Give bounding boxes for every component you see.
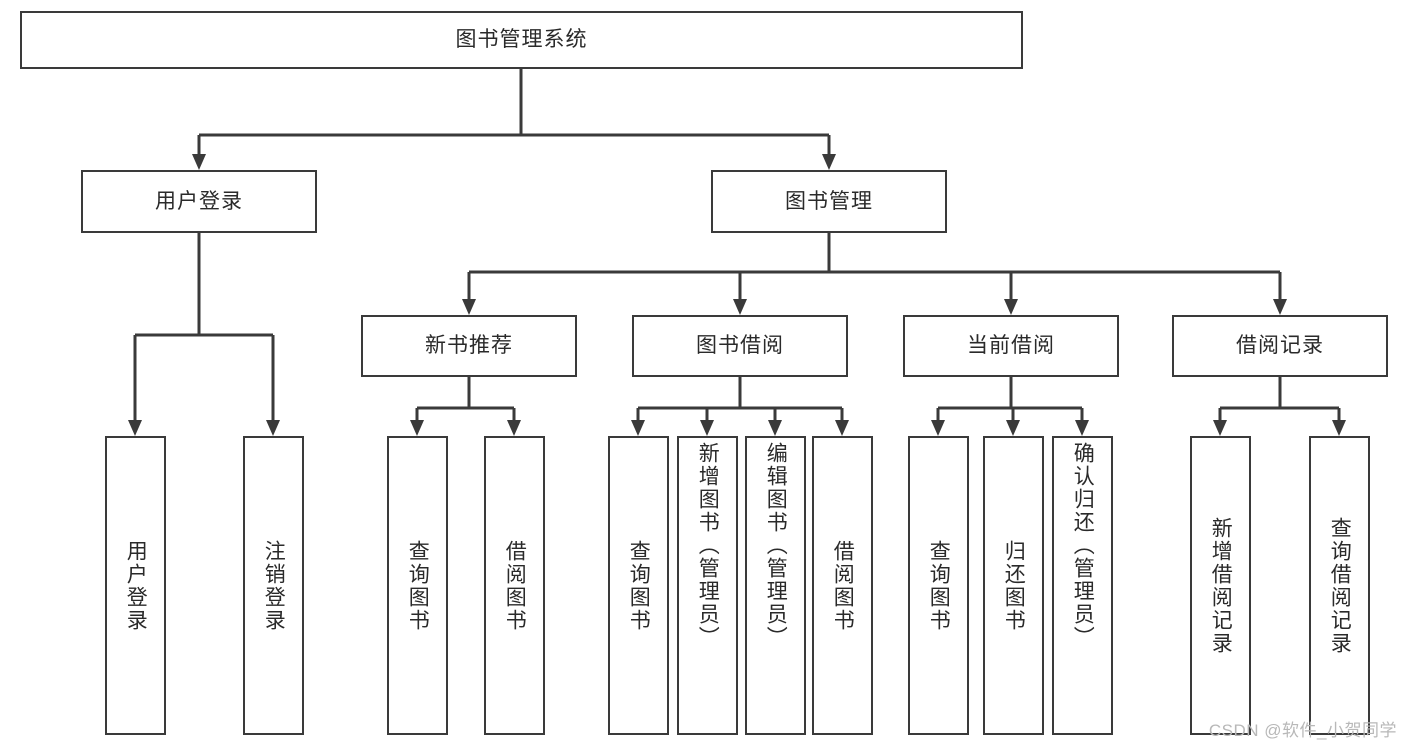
node-label: 新增图书（管理员）: [696, 442, 720, 649]
node-label: 用户登录: [155, 189, 243, 213]
arrow-head-icon: [631, 420, 645, 436]
node-leaf-edit-book-admin[interactable]: 编辑图书（管理员）: [745, 436, 806, 735]
node-label: 查询图书: [627, 539, 651, 632]
arrow-head-icon: [822, 154, 836, 170]
node-user-login[interactable]: 用户登录: [81, 170, 317, 233]
node-leaf-query-borrow-record[interactable]: 查询借阅记录: [1309, 436, 1370, 735]
node-leaf-query-book-1[interactable]: 查询图书: [387, 436, 448, 735]
node-leaf-borrow-book-1[interactable]: 借阅图书: [484, 436, 545, 735]
node-label: 查询借阅记录: [1328, 516, 1352, 655]
node-new-book-recommend[interactable]: 新书推荐: [361, 315, 577, 377]
node-label: 确认归还（管理员）: [1071, 442, 1095, 649]
node-label: 用户登录: [124, 539, 148, 632]
node-root[interactable]: 图书管理系统: [20, 11, 1023, 69]
arrow-head-icon: [1332, 420, 1346, 436]
node-book-borrow[interactable]: 图书借阅: [632, 315, 848, 377]
arrow-head-icon: [835, 420, 849, 436]
arrow-head-icon: [1004, 299, 1018, 315]
node-label: 图书管理系统: [455, 28, 588, 52]
node-label: 图书借阅: [696, 334, 784, 358]
arrow-head-icon: [462, 299, 476, 315]
node-leaf-confirm-return-admin[interactable]: 确认归还（管理员）: [1052, 436, 1113, 735]
arrow-head-icon: [1213, 420, 1227, 436]
node-label: 新书推荐: [425, 334, 513, 358]
arrow-head-icon: [931, 420, 945, 436]
arrow-head-icon: [410, 420, 424, 436]
node-label: 查询图书: [927, 539, 951, 632]
node-leaf-add-borrow-record[interactable]: 新增借阅记录: [1190, 436, 1251, 735]
arrow-head-icon: [768, 420, 782, 436]
node-label: 查询图书: [406, 539, 430, 632]
node-label: 借阅图书: [831, 539, 855, 632]
node-leaf-query-book-3[interactable]: 查询图书: [908, 436, 969, 735]
arrow-head-icon: [1273, 299, 1287, 315]
node-label: 图书管理: [785, 189, 873, 213]
node-leaf-query-book-2[interactable]: 查询图书: [608, 436, 669, 735]
node-leaf-borrow-book-2[interactable]: 借阅图书: [812, 436, 873, 735]
node-label: 当前借阅: [967, 334, 1055, 358]
node-label: 注销登录: [262, 539, 286, 632]
arrow-head-icon: [507, 420, 521, 436]
node-label: 借阅记录: [1236, 334, 1324, 358]
node-leaf-user-login[interactable]: 用户登录: [105, 436, 166, 735]
node-label: 归还图书: [1002, 539, 1026, 632]
arrow-head-icon: [700, 420, 714, 436]
arrow-head-icon: [1006, 420, 1020, 436]
node-leaf-return-book[interactable]: 归还图书: [983, 436, 1044, 735]
arrow-head-icon: [266, 420, 280, 436]
node-current-borrow[interactable]: 当前借阅: [903, 315, 1119, 377]
node-leaf-logout-login[interactable]: 注销登录: [243, 436, 304, 735]
node-leaf-add-book-admin[interactable]: 新增图书（管理员）: [677, 436, 738, 735]
node-borrow-record[interactable]: 借阅记录: [1172, 315, 1388, 377]
arrow-head-icon: [128, 420, 142, 436]
node-label: 借阅图书: [503, 539, 527, 632]
arrow-head-icon: [1075, 420, 1089, 436]
node-label: 编辑图书（管理员）: [764, 442, 788, 649]
arrow-head-icon: [192, 154, 206, 170]
node-book-management[interactable]: 图书管理: [711, 170, 947, 233]
arrow-head-icon: [733, 299, 747, 315]
node-label: 新增借阅记录: [1209, 516, 1233, 655]
